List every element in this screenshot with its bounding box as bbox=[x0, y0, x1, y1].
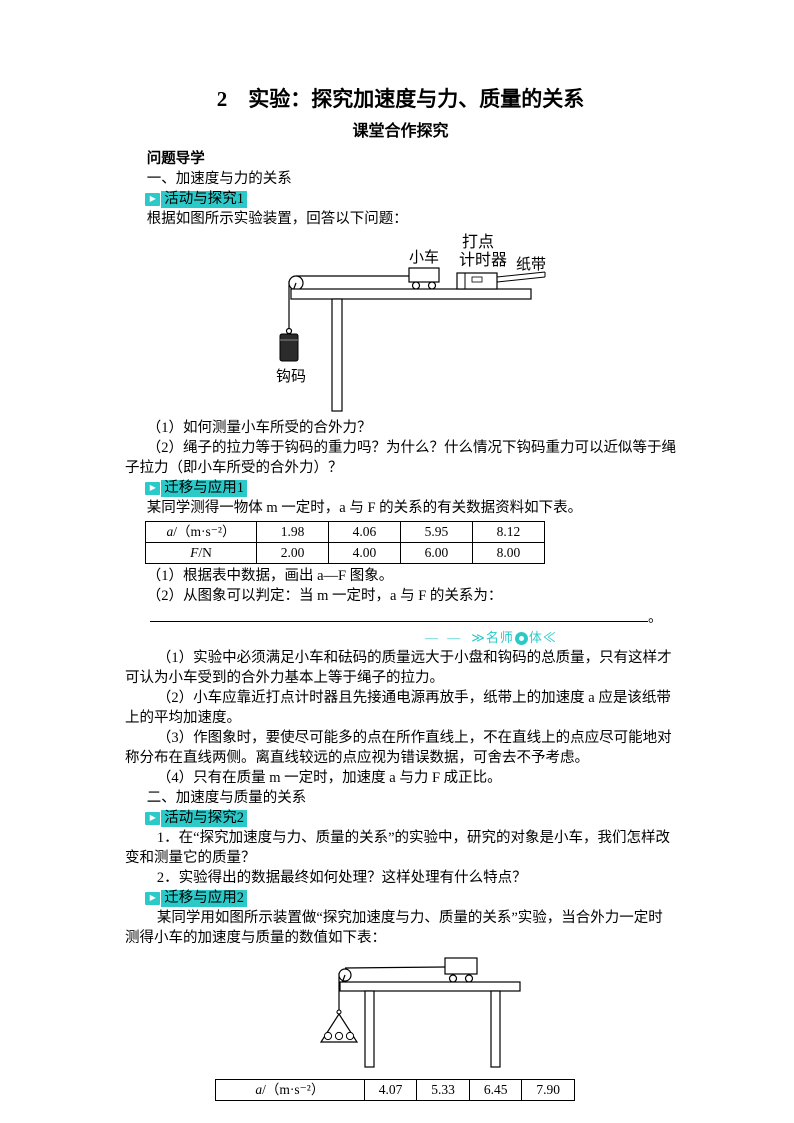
table-cell: 5.33 bbox=[416, 1079, 470, 1101]
note-3: （3）作图象时，要使尽可能多的点在所作直线上，不在直线上的点应尽可能地对称分布在… bbox=[125, 730, 672, 766]
note-4: （4）只有在质量 m 一定时，加速度 a 与力 F 成正比。 bbox=[156, 770, 502, 786]
answer-blank bbox=[150, 606, 648, 622]
table-cell: 4.06 bbox=[328, 521, 401, 543]
unit-label: /（m·s⁻²） bbox=[173, 524, 236, 539]
unit-label: /（m·s⁻²） bbox=[262, 1082, 325, 1097]
transfer2-label: 迁移与应用2 bbox=[161, 889, 248, 907]
question-2: （2）绳子的拉力等于钩码的重力吗？为什么？什么情况下钩码重力可以近似等于绳子拉力… bbox=[125, 440, 676, 476]
hanging-weight bbox=[279, 327, 299, 362]
tag-arrow-icon: ▶ bbox=[145, 192, 161, 206]
table-leg-left bbox=[364, 990, 375, 1068]
note-2: （2）小车应靠近打点计时器且先接通电源再放手，纸带上的加速度 a 应是该纸带上的… bbox=[125, 690, 671, 726]
tape-label: 纸带 bbox=[516, 256, 546, 273]
table-cell: 6.00 bbox=[399, 542, 473, 564]
row-header: a/（m·s⁻²） bbox=[144, 521, 258, 543]
timer-label-line1: 打点 bbox=[462, 233, 494, 251]
weight-hanger bbox=[319, 1009, 359, 1043]
section1-intro: 根据如图所示实验装置，回答以下问题： bbox=[146, 211, 408, 227]
transfer1-intro: 某同学测得一物体 m 一定时，a 与 F 的关系的有关数据资料如下表。 bbox=[146, 500, 583, 516]
experiment-diagram-1: 小车 打点 计时器 纸带 钩码 bbox=[276, 233, 546, 412]
table-top bbox=[339, 981, 521, 992]
watermark-prefix: ≫ bbox=[471, 630, 486, 645]
row-header: F/N bbox=[144, 542, 258, 564]
watermark-suffix: 体≪ bbox=[528, 630, 557, 645]
tag-arrow-icon: ▶ bbox=[145, 891, 161, 905]
after-table-question-1: （1）根据表中数据，画出 a—F 图象。 bbox=[146, 568, 394, 584]
variable-symbol: F bbox=[190, 545, 199, 560]
section2-heading: 二、加速度与质量的关系 bbox=[146, 790, 307, 806]
table-row: a/（m·s⁻²） 4.07 5.33 6.45 7.90 bbox=[215, 1079, 575, 1101]
transfer1-label: 迁移与应用1 bbox=[161, 479, 248, 497]
table-leg bbox=[331, 298, 343, 412]
cart bbox=[408, 267, 440, 290]
timer-label-line2: 计时器 bbox=[459, 251, 507, 269]
activity2-tag: ▶ 活动与探究2 bbox=[145, 808, 676, 828]
activity1-tag: ▶ 活动与探究1 bbox=[145, 189, 676, 209]
cart bbox=[444, 957, 478, 983]
guide-label: 问题导学 bbox=[146, 151, 205, 167]
table-cell: 1.98 bbox=[256, 521, 329, 543]
experiment-diagram-2 bbox=[319, 957, 521, 1068]
question-1: （1）如何测量小车所受的合外力？ bbox=[146, 420, 372, 436]
table-cell: 8.12 bbox=[471, 521, 546, 543]
table-top bbox=[290, 288, 532, 300]
weight-label: 钩码 bbox=[276, 368, 306, 385]
tag-arrow-icon: ▶ bbox=[145, 811, 161, 825]
table-cell: 4.00 bbox=[328, 542, 401, 564]
section2-question-2: 2．实验得出的数据最终如何处理？这样处理有什么特点？ bbox=[156, 870, 527, 886]
note-1: （1）实验中必须满足小车和砝码的质量远大于小盘和钩码的总质量，只有这样才可认为小… bbox=[125, 650, 672, 686]
watermark-emblem-icon bbox=[514, 631, 528, 645]
answer-blank-line: 。 bbox=[150, 606, 676, 628]
page-title: 2 实验：探究加速度与力、质量的关系 bbox=[216, 87, 585, 111]
table-cell: 2.00 bbox=[256, 542, 329, 564]
unit-label: /N bbox=[198, 545, 212, 560]
string bbox=[344, 966, 446, 969]
variable-symbol: a bbox=[255, 1082, 263, 1097]
table-row: a/（m·s⁻²） 1.98 4.06 5.95 8.12 bbox=[144, 521, 546, 543]
section2-question-1: 1．在“探究加速度与力、质量的关系”的实验中，研究的对象是小车，我们怎样改变和测… bbox=[125, 830, 671, 866]
publisher-watermark: — — ≫ 名师 体≪ bbox=[425, 628, 676, 648]
variable-symbol: a bbox=[166, 524, 174, 539]
watermark-dashes: — — bbox=[425, 630, 464, 645]
watermark-brand: 名师 bbox=[485, 630, 514, 645]
transfer1-tag: ▶ 迁移与应用1 bbox=[145, 478, 676, 498]
paper-tape bbox=[496, 271, 546, 283]
data-table-2: a/（m·s⁻²） 4.07 5.33 6.45 7.90 bbox=[215, 1079, 575, 1101]
table-cell: 5.95 bbox=[399, 521, 473, 543]
activity2-label: 活动与探究2 bbox=[161, 809, 248, 827]
row-header: a/（m·s⁻²） bbox=[215, 1079, 365, 1101]
transfer2-tag: ▶ 迁移与应用2 bbox=[145, 888, 676, 908]
cart-label: 小车 bbox=[409, 249, 439, 266]
table-row: F/N 2.00 4.00 6.00 8.00 bbox=[144, 542, 546, 564]
page-subtitle: 课堂合作探究 bbox=[352, 123, 449, 140]
section1-heading: 一、加速度与力的关系 bbox=[146, 171, 292, 187]
table-cell: 7.90 bbox=[521, 1079, 575, 1101]
table-leg-right bbox=[490, 990, 501, 1068]
table-cell: 6.45 bbox=[468, 1079, 523, 1101]
transfer2-intro: 某同学用如图所示装置做“探究加速度与力、质量的关系”实验，当合外力一定时测得小车… bbox=[125, 910, 663, 946]
blank-suffix: 。 bbox=[648, 610, 663, 626]
table-cell: 8.00 bbox=[471, 542, 546, 564]
tag-arrow-icon: ▶ bbox=[145, 481, 161, 495]
activity1-label: 活动与探究1 bbox=[161, 190, 248, 208]
table-cell: 4.07 bbox=[363, 1079, 418, 1101]
after-table-question-2: （2）从图象可以判定：当 m 一定时，a 与 F 的关系为： bbox=[146, 588, 503, 604]
data-table-1: a/（m·s⁻²） 1.98 4.06 5.95 8.12 F/N 2.00 4… bbox=[144, 521, 546, 564]
ticker-timer bbox=[456, 272, 498, 290]
